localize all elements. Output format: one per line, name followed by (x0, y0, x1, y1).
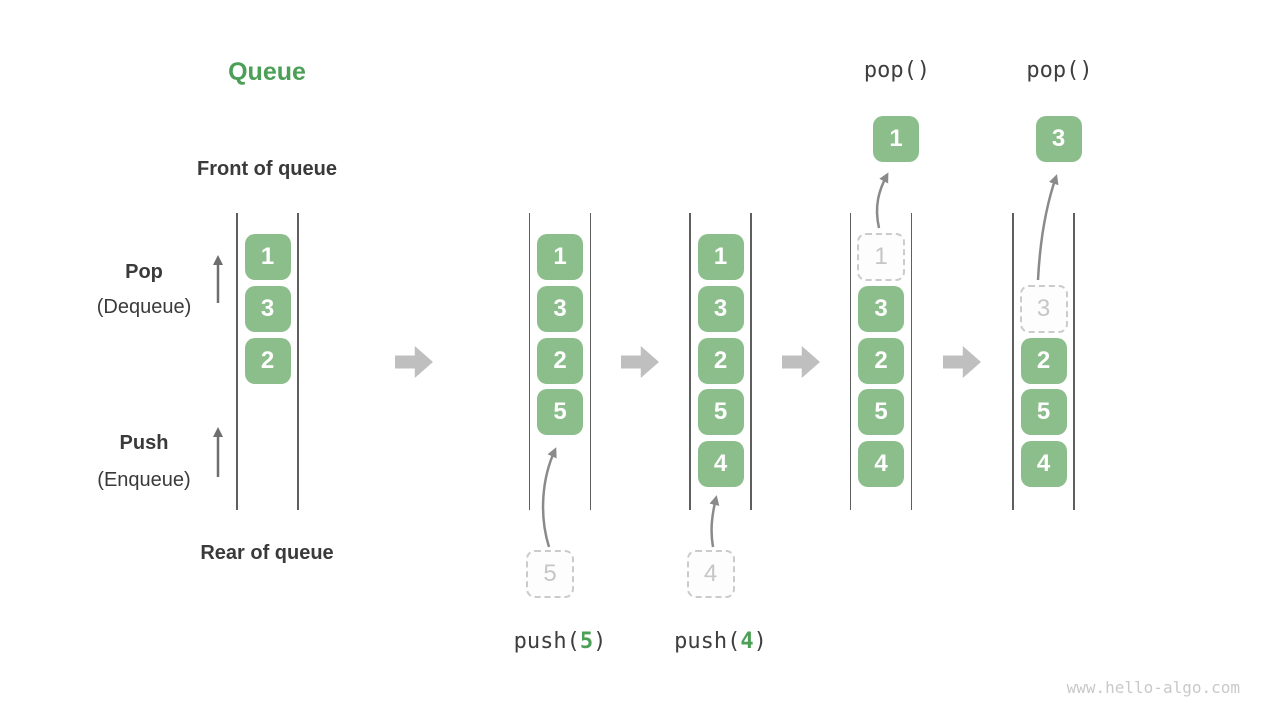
pop-operation-label: pop() (1026, 58, 1093, 83)
queue-slot-dashed: 1 (857, 233, 905, 281)
queue-slot-dashed: 3 (1019, 284, 1068, 333)
transition-arrow-icon (943, 346, 981, 378)
queue-slot: 3 (537, 285, 583, 332)
queue-slot: 2 (858, 337, 904, 384)
queue-slot: 4 (697, 441, 744, 487)
queue-rail-right (1073, 213, 1075, 510)
queue-slot: 1 (697, 234, 744, 280)
popped-element: 1 (873, 116, 919, 162)
queue-rail-left (1012, 213, 1014, 510)
queue-slot: 2 (1020, 337, 1067, 384)
queue-rail-left (689, 213, 691, 510)
queue-rail-left (849, 213, 852, 510)
push-action-label: Push (119, 432, 169, 454)
push-operation-label: push(4) (674, 629, 767, 654)
queue-rail-right (297, 213, 299, 510)
front-of-queue-label: Front of queue (197, 158, 337, 180)
queue-slot: 1 (244, 234, 291, 280)
queue-rail-left (528, 213, 531, 510)
diagram-title: Queue (228, 58, 306, 86)
queue-slot: 5 (858, 389, 904, 436)
queue-slot: 4 (858, 441, 904, 487)
popped-element: 3 (1035, 116, 1082, 162)
push-4-connector-arrow (709, 495, 720, 548)
queue-slot: 5 (537, 389, 583, 436)
pop-action-label: Pop (125, 261, 163, 283)
push-label-argument: 4 (740, 629, 754, 654)
push-label-prefix: push( (513, 629, 580, 654)
push-action-sublabel: (Enqueue) (97, 469, 191, 491)
pop-operation-label: pop() (863, 58, 931, 83)
queue-rail-right (589, 213, 592, 510)
queue-rail-right (910, 213, 913, 510)
queue-slot: 4 (1020, 441, 1067, 487)
incoming-element: 5 (526, 550, 574, 598)
push-label-suffix: ) (753, 629, 767, 654)
queue-slot: 5 (1020, 389, 1067, 436)
queue-slot: 2 (244, 337, 291, 384)
push-label-suffix: ) (593, 629, 607, 654)
pop-action-sublabel: (Dequeue) (96, 296, 192, 318)
queue-rail-left (236, 213, 238, 510)
queue-slot: 3 (244, 285, 291, 332)
push-label-prefix: push( (674, 629, 741, 654)
transition-arrow-icon (395, 346, 433, 378)
queue-slot: 1 (537, 234, 583, 280)
queue-slot: 5 (697, 389, 744, 436)
queue-slot: 3 (697, 285, 744, 332)
queue-slot: 2 (537, 337, 583, 384)
rear-of-queue-label: Rear of queue (200, 542, 334, 564)
pop-3-connector-arrow (1036, 174, 1059, 281)
push-operation-label: push(5) (514, 629, 607, 654)
transition-arrow-icon (621, 346, 659, 378)
incoming-element: 4 (686, 550, 735, 598)
queue-slot: 3 (858, 285, 904, 332)
push-5-connector-arrow (541, 447, 557, 548)
pop-1-connector-arrow (875, 172, 889, 229)
queue-slot: 2 (697, 337, 744, 384)
watermark: www.hello-algo.com (1066, 678, 1240, 697)
queue-rail-right (750, 213, 752, 510)
transition-arrow-icon (782, 346, 820, 378)
push-label-argument: 5 (579, 629, 594, 654)
